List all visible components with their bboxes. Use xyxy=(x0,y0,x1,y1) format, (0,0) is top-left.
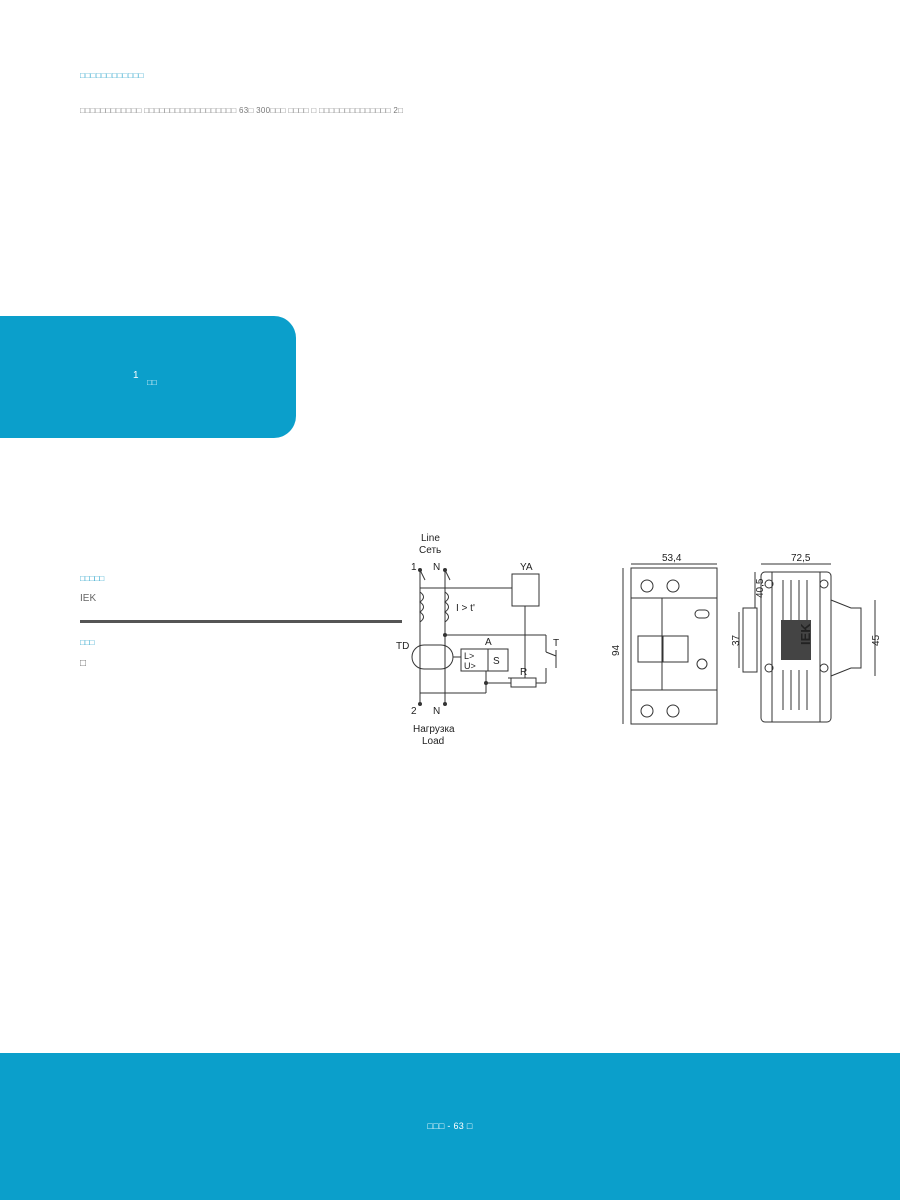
dim-37: 37 xyxy=(731,634,742,646)
a-label: A xyxy=(485,637,492,648)
dimension-drawing: IEK 53,4 94 72,5 40,5 37 45 xyxy=(611,553,882,725)
current-label: I > t' xyxy=(456,603,475,614)
footer-text: □□□ - 63 □ xyxy=(427,1121,473,1131)
footer-band xyxy=(0,1053,900,1200)
r-label: R xyxy=(520,667,527,678)
intro-text: □□□□□□□□□□□□ □□□□□□□□□□□□□□□□□□ 63□ 300□… xyxy=(80,106,404,115)
wiring-schematic: Line Сеть 1 N YA I > t' A L> U> S TD T R… xyxy=(396,533,559,747)
terminal-n-bottom-label: N xyxy=(433,706,440,717)
terminal-n-top-label: N xyxy=(433,562,440,573)
dim-depth: 72,5 xyxy=(791,553,811,564)
brand-logo: IEK xyxy=(798,623,813,645)
load-label-ru: Нагрузка xyxy=(413,724,455,735)
panel-number: 1 xyxy=(133,370,139,381)
ya-label: YA xyxy=(520,562,533,573)
dim-40-5: 40,5 xyxy=(755,578,766,598)
terminal-1-label: 1 xyxy=(411,562,417,573)
spec-value-second: □ xyxy=(80,658,87,669)
line-label-ru: Сеть xyxy=(419,545,441,556)
blue-panel xyxy=(0,316,296,438)
dim-45: 45 xyxy=(871,634,882,646)
panel-label: □□ xyxy=(147,378,157,387)
s-label: S xyxy=(493,656,500,667)
t-label: T xyxy=(553,638,559,649)
dim-width-front: 53,4 xyxy=(662,553,682,564)
terminal-2-label: 2 xyxy=(411,706,417,717)
dim-height: 94 xyxy=(611,644,622,656)
line-label-en: Line xyxy=(421,533,440,544)
heading-title: □□□□□□□□□□□□ xyxy=(80,71,144,80)
spec-divider xyxy=(80,620,402,623)
l-label: L> xyxy=(464,651,474,661)
spec-label-brand: □□□□□ xyxy=(80,574,105,583)
spec-value-brand: IEK xyxy=(80,593,97,604)
td-label: TD xyxy=(396,641,409,652)
u-label: U> xyxy=(464,661,476,671)
spec-label-second: □□□ xyxy=(80,638,95,647)
load-label-en: Load xyxy=(422,736,444,747)
